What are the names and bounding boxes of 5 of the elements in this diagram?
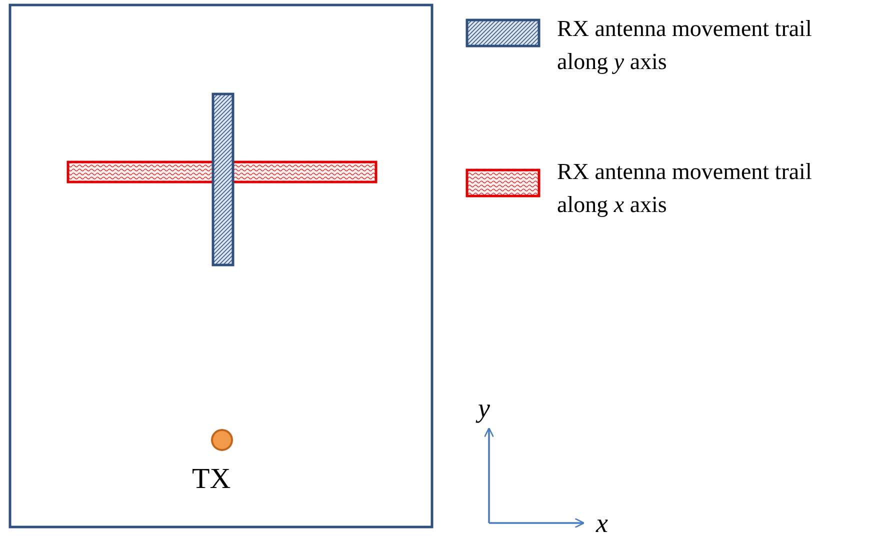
axis-label: x bbox=[596, 507, 608, 539]
legend-text: RX antenna movement trail along y axis bbox=[557, 15, 813, 76]
transmitter-label: TX bbox=[192, 462, 231, 497]
axis-label: y bbox=[478, 392, 490, 424]
legend-text: RX antenna movement trail along x axis bbox=[557, 158, 813, 220]
